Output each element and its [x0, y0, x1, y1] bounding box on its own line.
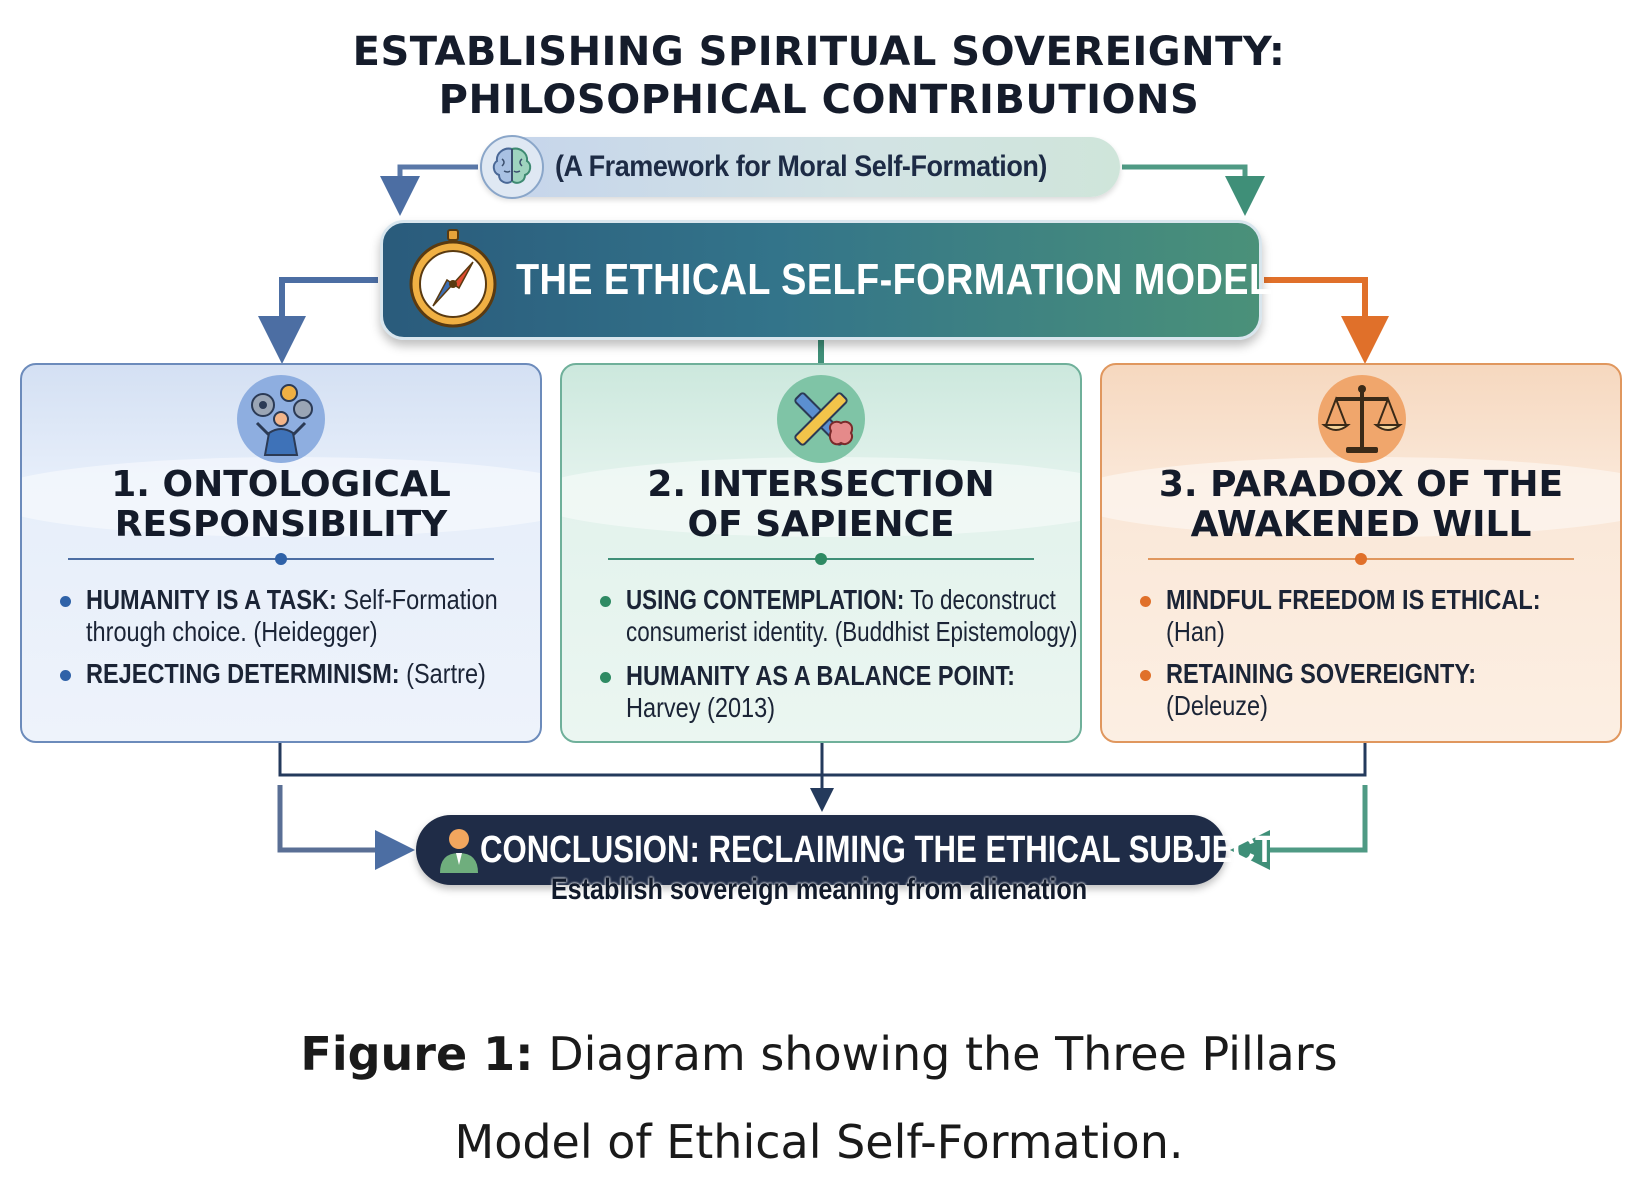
subtitle: (A Framework for Moral Self-Formation)	[555, 150, 1047, 183]
pillar-1-divider	[68, 553, 494, 565]
caption-line-2: Model of Ethical Self-Formation.	[454, 1115, 1184, 1169]
conclusion-subtitle: Establish sovereign meaning from alienat…	[550, 873, 1088, 906]
pillar-2-divider	[608, 553, 1034, 565]
brain-icon	[480, 135, 544, 199]
compass-icon	[405, 228, 501, 332]
pillar-3-title: 3. PARADOX OF THE AWAKENED WILL	[1158, 464, 1564, 545]
title-line-2: PHILOSOPHICAL CONTRIBUTIONS	[438, 77, 1200, 123]
caption-label: Figure 1:	[300, 1027, 534, 1081]
title-line-1: ESTABLISHING SPIRITUAL SOVEREIGNTY:	[352, 29, 1286, 75]
subtitle-pill	[480, 137, 1120, 197]
person-icon	[436, 825, 482, 875]
model-title: THE ETHICAL SELF-FORMATION MODEL	[516, 255, 1273, 304]
conclusion-bar	[416, 815, 1226, 885]
pillar-1-title: 1. ONTOLOGICAL RESPONSIBILITY	[111, 464, 451, 545]
conclusion-title: CONCLUSION: RECLAIMING THE ETHICAL SUBJE…	[480, 829, 1275, 871]
caption-line-1: Diagram showing the Three Pillars	[533, 1027, 1338, 1081]
scales-icon	[1318, 375, 1406, 463]
pillar-2-title: 2. INTERSECTION OF SAPIENCE	[647, 464, 995, 545]
crossed-tools-brain-icon	[777, 375, 865, 463]
gears-person-icon	[237, 375, 325, 463]
diagram-title: ESTABLISHING SPIRITUAL SOVEREIGNTY: PHIL…	[0, 28, 1638, 124]
pillar-3-divider	[1148, 553, 1574, 565]
model-bar	[380, 220, 1262, 340]
figure-caption: Figure 1: Diagram showing the Three Pill…	[0, 1010, 1638, 1186]
